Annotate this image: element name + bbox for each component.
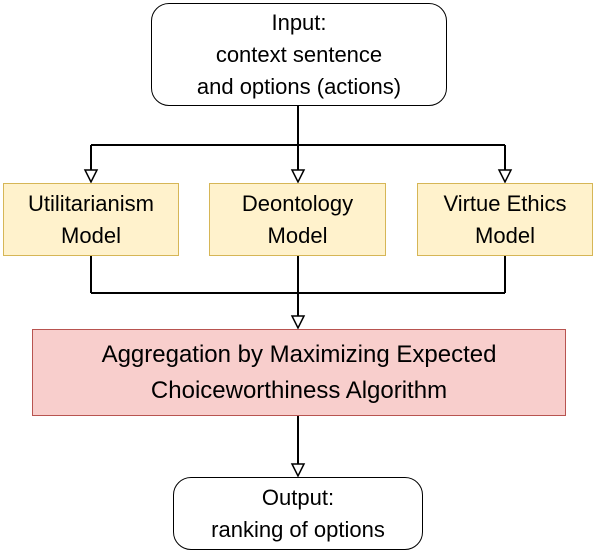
models-to-aggregation-edges [90, 256, 506, 330]
utilitarianism-model-node: Utilitarianism Model [3, 183, 179, 256]
output-node-label: Output: ranking of options [211, 484, 385, 542]
utilitarianism-model-label: Utilitarianism Model [28, 190, 154, 248]
aggregation-to-output-edge [290, 416, 306, 478]
virtue-ethics-model-label: Virtue Ethics Model [443, 190, 567, 248]
arrowhead-to-deontology [290, 169, 306, 184]
deontology-model-label: Deontology Model [241, 190, 354, 248]
input-node: Input: context sentence and options (act… [151, 3, 447, 106]
arrowhead-to-utilitarianism [83, 169, 99, 184]
arrowhead-to-aggregation [290, 315, 306, 330]
virtue-ethics-model-node: Virtue Ethics Model [417, 183, 593, 256]
input-to-models-edges [83, 106, 513, 184]
aggregation-node-label: Aggregation by Maximizing Expected Choic… [101, 340, 497, 404]
deontology-model-node: Deontology Model [209, 183, 386, 256]
output-node: Output: ranking of options [173, 477, 423, 550]
input-node-label: Input: context sentence and options (act… [196, 9, 402, 99]
arrowhead-to-output [290, 463, 306, 478]
arrowhead-to-virtue-ethics [497, 169, 513, 184]
aggregation-node: Aggregation by Maximizing Expected Choic… [32, 329, 566, 416]
